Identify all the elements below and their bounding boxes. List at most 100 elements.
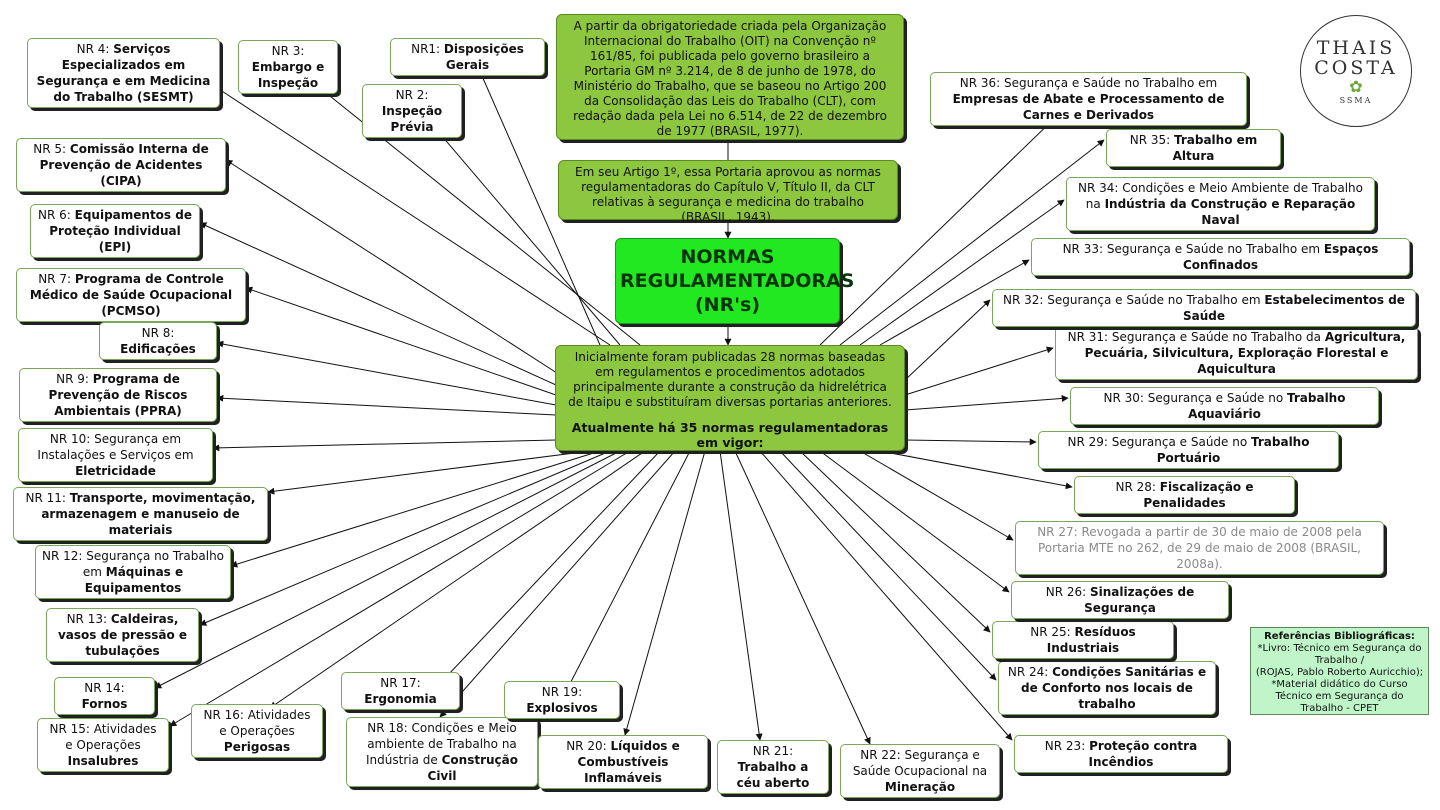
nr-prefix: Atividades e Operações [65, 722, 157, 752]
nr-name: Máquinas e Equipamentos [84, 565, 184, 595]
connector-nr-20 [623, 450, 706, 736]
center-title: NORMAS REGULAMENTADORAS (NR's) [615, 238, 855, 324]
nr-box-20: NR 20: Líquidos e Combustíveis Inflamáve… [538, 735, 708, 789]
nr-prefix: Atividades e Operações [219, 708, 311, 738]
nr-box-18: NR 18: Condições e Meio ambiente de Trab… [346, 717, 538, 787]
hub-box: Inicialmente foram publicadas 28 normas … [555, 345, 905, 451]
connector-nr-2 [429, 121, 621, 346]
nr-box-28: NR 28: Fiscalização e Penalidades [1074, 476, 1295, 514]
nr-code: NR 18: [367, 721, 412, 735]
nr-box-32: NR 32: Segurança e Saúde no Trabalho em … [992, 289, 1416, 327]
connector-nr-15 [169, 450, 631, 727]
nr-name: Embargo e Inspeção [251, 60, 325, 90]
nr-code: NR 34: [1077, 181, 1123, 195]
references-title: Referências Bibliográficas: [1264, 631, 1415, 642]
references-line2: (ROJAS, Pablo Roberto Auricchio); [1255, 667, 1424, 678]
logo-line1: THAIS [1316, 37, 1396, 59]
center-title-line2: REGULAMENTADORAS [620, 270, 855, 292]
nr-box-4: NR 4: Serviços Especializados em Seguran… [27, 38, 220, 108]
connector-nr-26 [819, 450, 1010, 593]
nr-box-12: NR 12: Segurança no Trabalho em Máquinas… [35, 545, 231, 599]
nr-code: NR 4: [76, 42, 114, 56]
nr-name: Trabalho a céu aberto [736, 760, 810, 790]
nr-box-2: NR 2: Inspeção Prévia [362, 84, 462, 138]
nr-code: NR 22: [860, 748, 905, 762]
references-box: Referências Bibliográficas: *Livro: Técn… [1250, 627, 1429, 715]
connector-nr-27 [859, 450, 1014, 541]
connector-nr-6 [199, 222, 557, 386]
article-text: Em seu Artigo 1º, essa Portaria aprovou … [575, 165, 881, 224]
intro-text: A partir da obrigatoriedade criada pela … [573, 19, 887, 138]
nr-box-24: NR 24: Condições Sanitárias e de Confort… [998, 661, 1216, 715]
nr-code: NR 16: [203, 708, 248, 722]
connector-nr-25 [799, 450, 991, 633]
nr-name: Disposições Gerais [443, 42, 524, 72]
nr-name: Empresas de Abate e Processamento de Car… [952, 92, 1225, 122]
nr-name: Trabalho em Altura [1172, 133, 1258, 163]
nr-code: NR 20: [566, 739, 611, 753]
nr-name: Estabelecimentos de Saúde [1182, 293, 1405, 323]
connector-nr-19 [559, 450, 691, 704]
nr-code: NR 8: [141, 326, 175, 340]
logo-tag: SSMA [1339, 96, 1373, 105]
nr-name: Líquidos e Combustíveis Inflamáveis [577, 739, 680, 785]
nr-box-5: NR 5: Comissão Interna de Prevenção de A… [16, 138, 226, 192]
nr-code: NR 35: [1129, 133, 1174, 147]
hub-current: Atualmente há 35 normas regulamentadoras… [571, 420, 889, 450]
connector-nr-29 [904, 438, 1037, 446]
nr-box-25: NR 25: Resíduos Industriais [992, 621, 1174, 659]
connector-nr-34 [859, 199, 1065, 346]
nr-prefix: Segurança e Saúde no Trabalho em [1004, 76, 1218, 90]
connector-nr-5 [225, 159, 561, 376]
nr-prefix: Segurança em Instalações e Serviços em [37, 432, 194, 462]
nr-code: NR 25: [1030, 625, 1075, 639]
nr-name: Programa de Controle Médico de Saúde Ocu… [29, 272, 233, 318]
nr-code: NR 14: [84, 681, 125, 695]
nr-code: NR 19: [541, 685, 583, 699]
nr-box-19: NR 19: Explosivos [504, 681, 620, 719]
connector-nr-7 [245, 286, 557, 396]
thais-costa-logo: THAIS COSTA ✿ SSMA [1300, 15, 1412, 127]
nr-prefix: Condições e Meio Ambiente de Trabalho na [1085, 181, 1363, 211]
connector-nr-17 [429, 450, 661, 695]
article-box: Em seu Artigo 1º, essa Portaria aprovou … [558, 160, 898, 224]
nr-name: Fornos [81, 697, 128, 711]
nr-prefix: Condições e Meio ambiente de Trabalho na… [366, 721, 517, 767]
center-title-line1: NORMAS [680, 246, 775, 268]
nr-box-27: NR 27: Revogada a partir de 30 de maio d… [1015, 521, 1384, 575]
nr-name: Eletricidade [75, 464, 156, 478]
references-line3: *Material didático do Curso Técnico em S… [1271, 679, 1408, 714]
nr-code: NR 10: [49, 432, 95, 446]
nr-box-23: NR 23: Proteção contra Incêndios [1014, 735, 1228, 773]
nr-name: Ergonomia [364, 692, 437, 706]
nr-box-30: NR 30: Segurança e Saúde no Trabalho Aqu… [1070, 387, 1379, 425]
nr-prefix: Segurança e Saúde Ocupacional na [852, 748, 988, 778]
nr-box-3: NR 3: Embargo e Inspeção [238, 40, 338, 94]
nr-code: NR 13: [66, 612, 111, 626]
nr-name: Perigosas [223, 740, 291, 754]
connector-nr-12 [230, 450, 601, 568]
connector-nr-36 [819, 114, 1059, 346]
nr-code: NR 15: [49, 722, 94, 736]
nr-prefix: Revogada a partir de 30 de maio de 2008 … [1038, 525, 1362, 571]
nr-name: Trabalho Aquaviário [1188, 391, 1346, 421]
nr-code: NR 7: [38, 272, 75, 286]
connector-nr-14 [154, 450, 621, 689]
connector-nr-18 [439, 450, 676, 718]
nr-code: NR 32: [1003, 293, 1048, 307]
nr-name: Edificações [120, 342, 196, 356]
nr-name: Transporte, movimentação, armazenagem e … [41, 491, 256, 537]
connector-nr-11 [267, 450, 591, 495]
connector-nr-4 [204, 79, 611, 346]
nr-code: NR 31: [1067, 330, 1112, 344]
nr-name: Fiscalização e Penalidades [1143, 480, 1254, 510]
connector-nr-33 [879, 259, 1030, 346]
nr-name: Insalubres [67, 754, 139, 768]
nr-name: Trabalho Portuário [1156, 435, 1310, 465]
nr-code: NR1: [411, 42, 444, 56]
nr-box-17: NR 17: Ergonomia [341, 672, 460, 710]
connector-nr-9 [216, 394, 557, 416]
nr-box-6: NR 6: Equipamentos de Proteção Individua… [30, 204, 200, 258]
nr-name: Proteção contra Incêndios [1088, 739, 1198, 769]
